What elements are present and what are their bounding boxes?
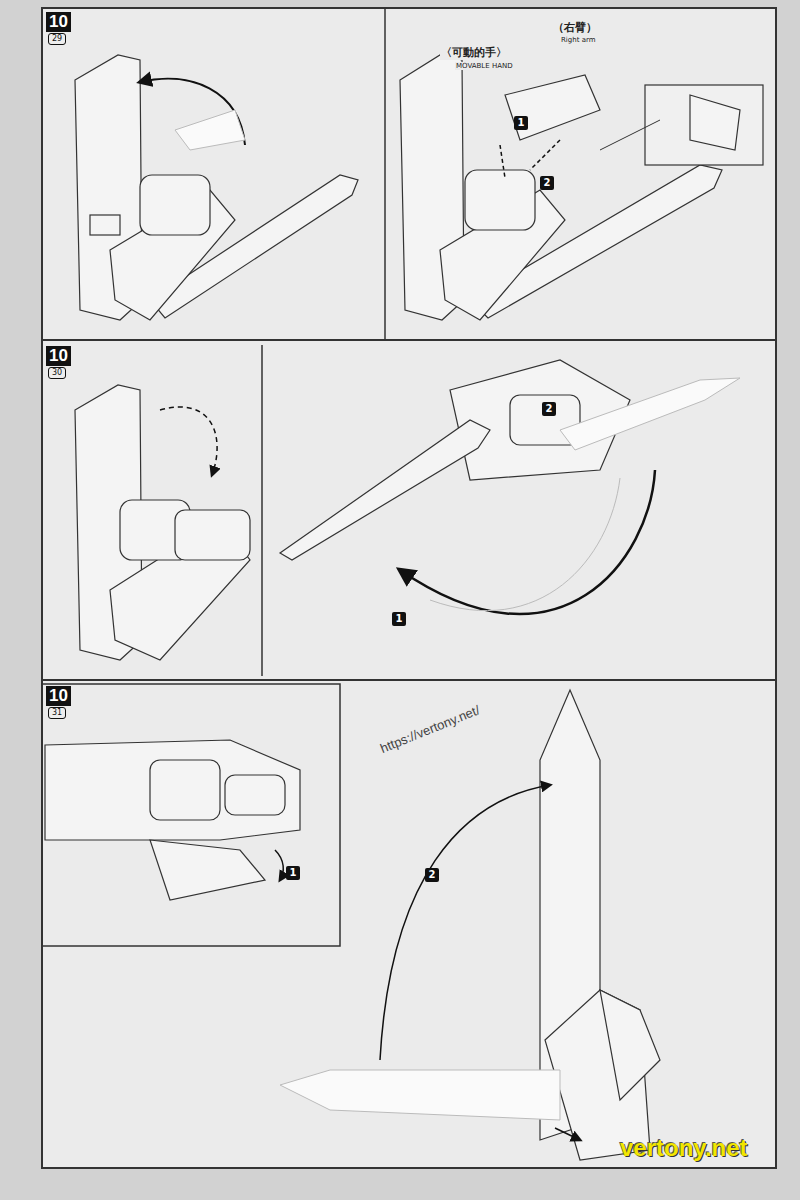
part-name: （右臂）: [552, 20, 598, 35]
sub-step-number: 29: [48, 33, 66, 45]
callout-number: 1: [514, 116, 528, 130]
step-number: 10: [46, 346, 71, 366]
part-name: MOVABLE HAND: [455, 62, 514, 70]
step-number: 10: [46, 686, 71, 706]
part-name: 〈可動的手〉: [440, 45, 508, 60]
sub-step-number: 31: [48, 707, 66, 719]
callout-number: 1: [392, 612, 406, 626]
callout-number: 1: [286, 866, 300, 880]
step-number: 10: [46, 12, 71, 32]
sub-step-number: 30: [48, 367, 66, 379]
callout-number: 2: [425, 868, 439, 882]
callout-number: 2: [540, 176, 554, 190]
watermark: https://vertony.net/: [378, 702, 482, 756]
callout-number: 2: [542, 402, 556, 416]
part-name: Right arm: [560, 36, 597, 44]
watermark: vertony.net: [620, 1134, 748, 1162]
